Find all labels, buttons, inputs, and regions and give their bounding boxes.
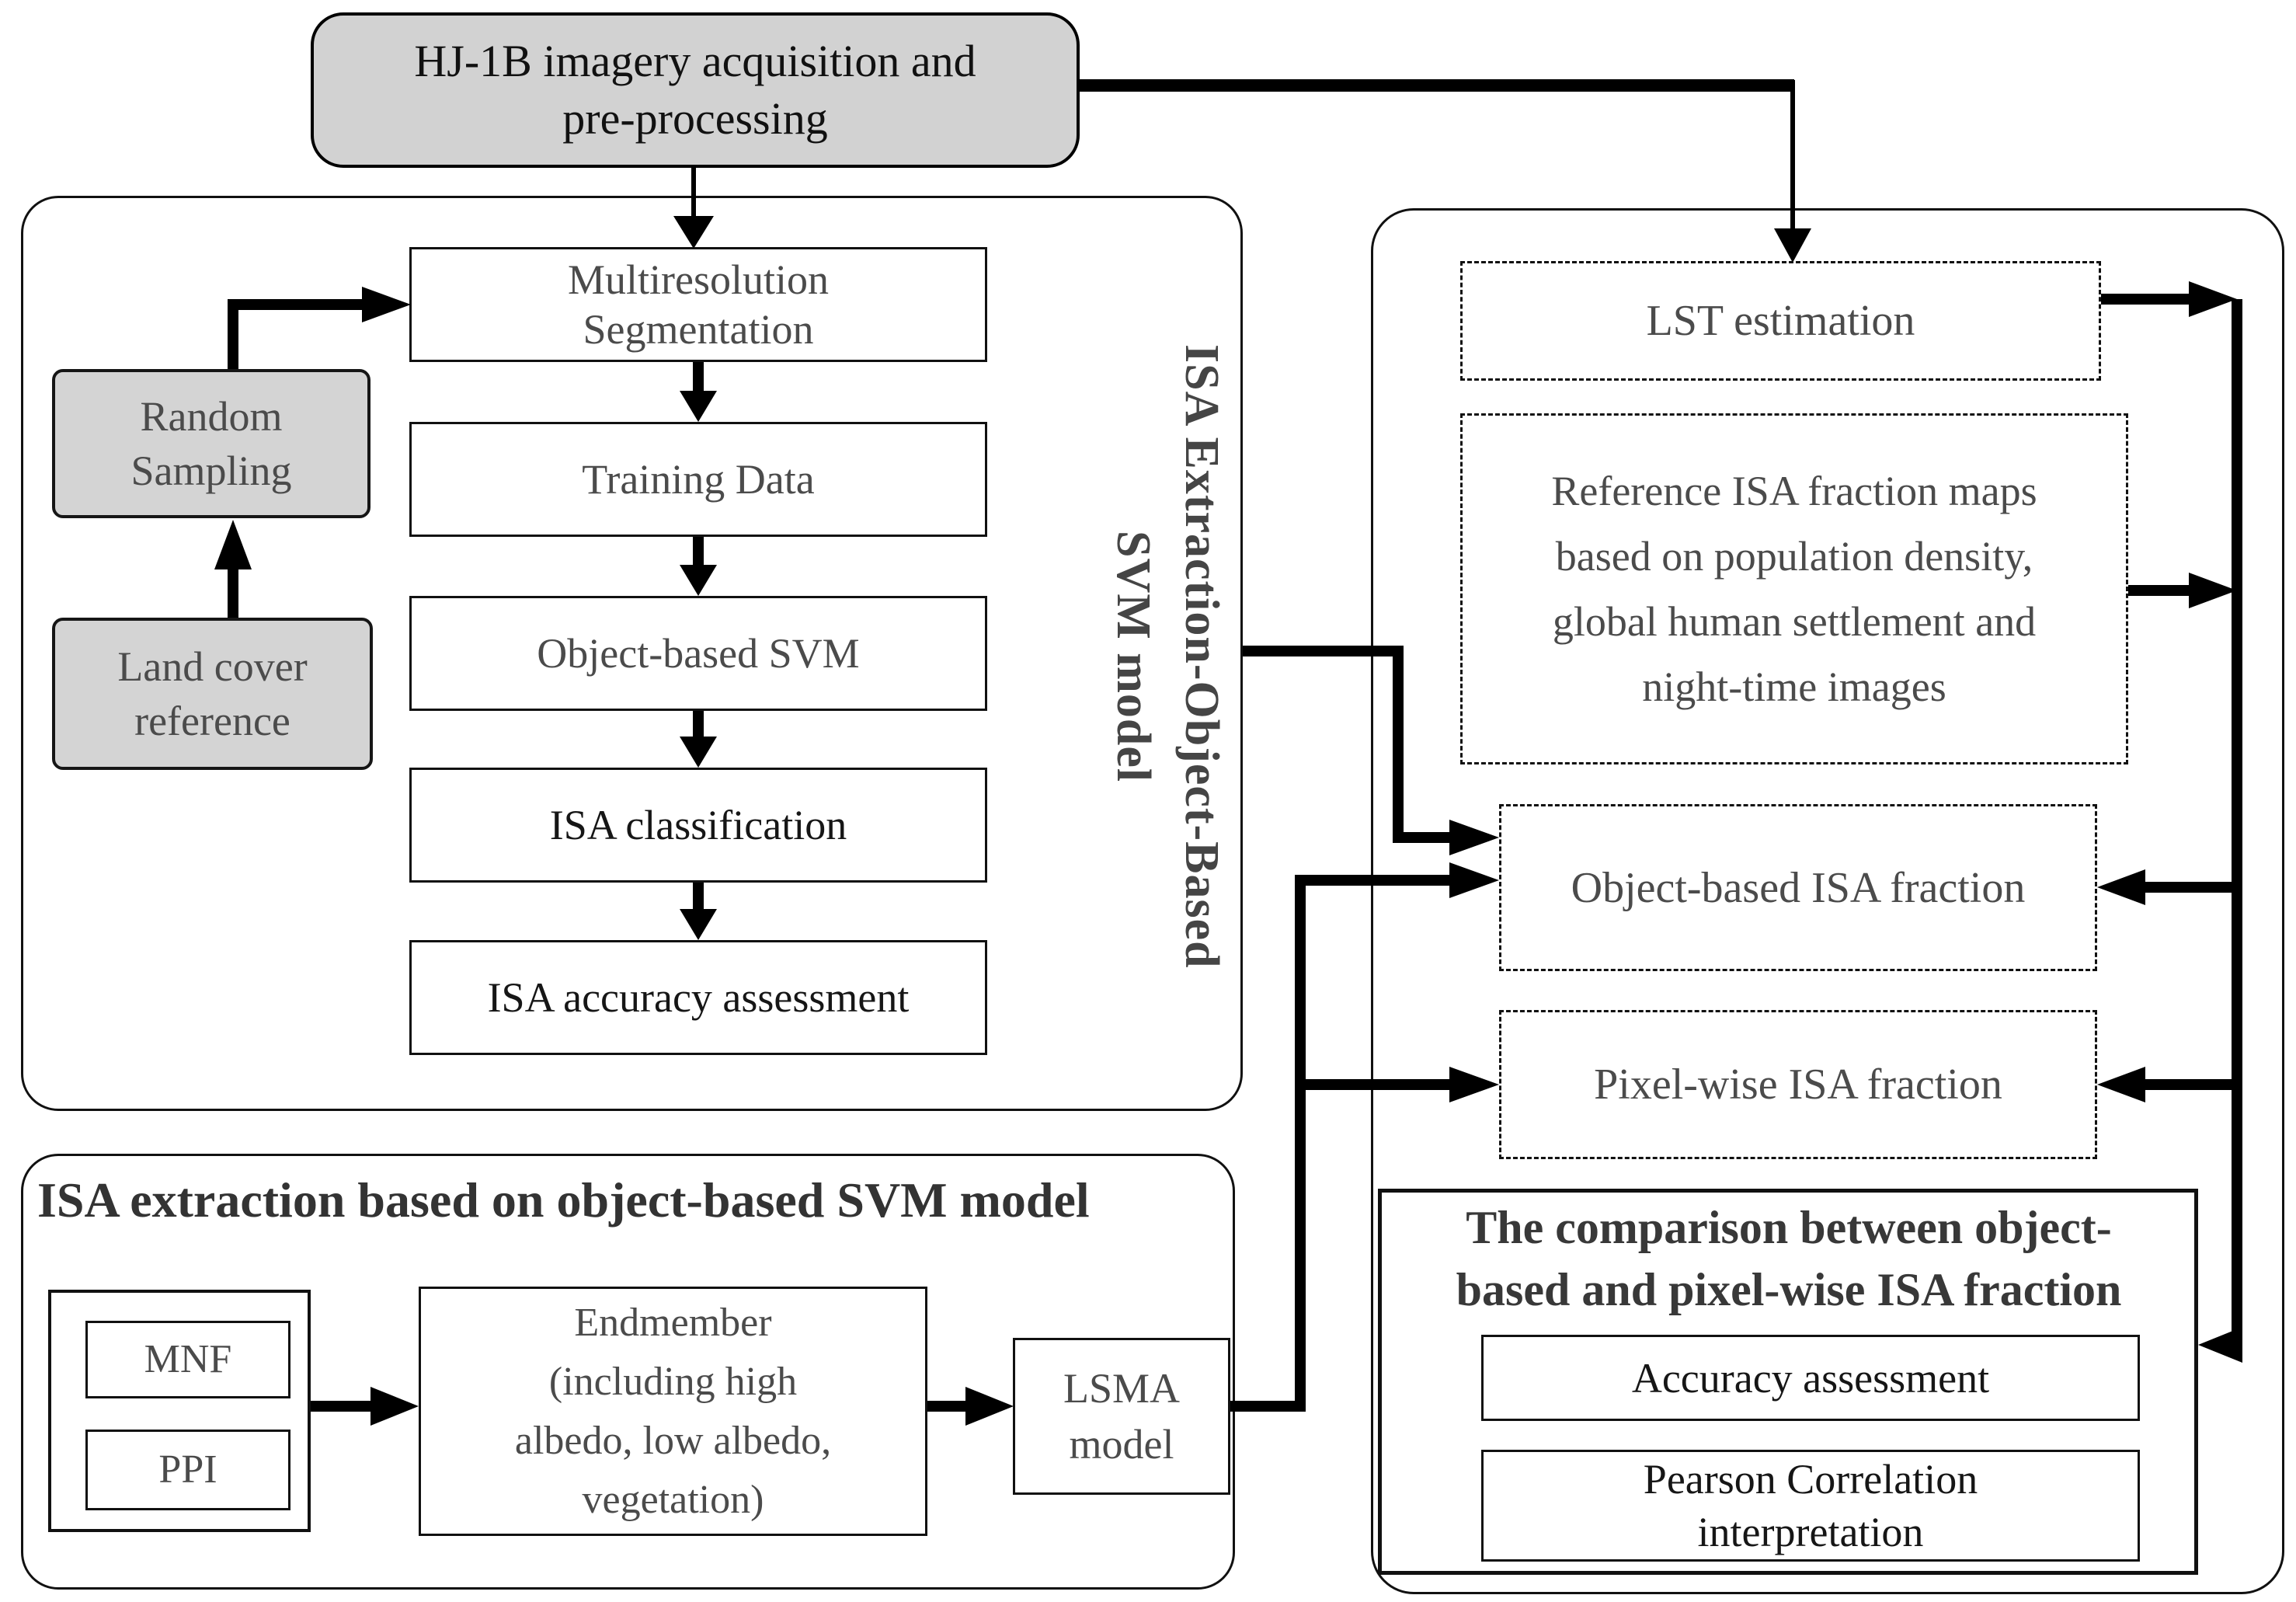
mnf-box: MNF (85, 1321, 290, 1398)
land-cover-reference-box: Land cover reference (52, 618, 373, 770)
comparison-title: The comparison between object- based and… (1456, 1202, 2122, 1315)
hj1b-preprocessing-box: HJ-1B imagery acquisition and pre-proces… (311, 12, 1080, 168)
left-panel-rotated-title: ISA Extraction-Object-Based SVM model (1107, 344, 1228, 969)
reference-isa-fraction-maps-box: Reference ISA fraction maps based on pop… (1460, 413, 2128, 764)
pearson-correlation-box: Pearson Correlation interpretation (1481, 1450, 2140, 1562)
endmember-box: Endmember (including high albedo, low al… (419, 1287, 927, 1536)
random-sampling-box: Random Sampling (52, 369, 370, 518)
lsma-model-box: LSMA model (1013, 1338, 1230, 1495)
multiresolution-segmentation-box: Multiresolution Segmentation (409, 247, 987, 362)
lst-estimation-box: LST estimation (1460, 261, 2101, 381)
object-based-svm-box: Object-based SVM (409, 596, 987, 711)
isa-accuracy-assessment-box: ISA accuracy assessment (409, 940, 987, 1055)
isa-classification-box: ISA classification (409, 768, 987, 883)
training-data-box: Training Data (409, 422, 987, 537)
accuracy-assessment-box: Accuracy assessment (1481, 1335, 2140, 1421)
pixel-wise-isa-fraction-box: Pixel-wise ISA fraction (1499, 1010, 2097, 1159)
bottom-left-panel-title: ISA extraction based on object-based SVM… (37, 1172, 1090, 1228)
ppi-box: PPI (85, 1430, 290, 1510)
object-based-isa-fraction-box: Object-based ISA fraction (1499, 804, 2097, 971)
